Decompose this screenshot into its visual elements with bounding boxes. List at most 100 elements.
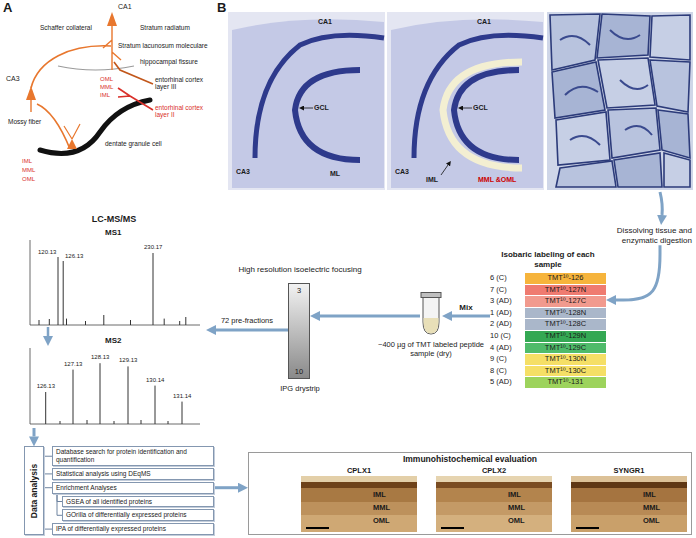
node-text: Data analysis bbox=[29, 464, 39, 518]
figure-label: OML bbox=[22, 176, 35, 183]
dissected-section bbox=[387, 12, 544, 190]
figure-label: GCL bbox=[314, 104, 329, 112]
figure-label: 130.14 bbox=[146, 377, 164, 384]
node-text: 4 (AD) bbox=[490, 343, 524, 354]
tube-cap bbox=[421, 293, 441, 298]
figure-label: B bbox=[217, 1, 226, 16]
node-text: 7 (C) bbox=[490, 285, 524, 296]
tissue-mosaic-part-part bbox=[650, 15, 690, 60]
nissl-section-part bbox=[295, 70, 360, 160]
node-text: CPLX2 bbox=[436, 466, 552, 475]
figure-label: entorhinal cortex layer III bbox=[155, 76, 213, 91]
tmt-channel: 8 (C)TMT¹⁰-130C bbox=[490, 366, 606, 377]
ihc-images-part bbox=[436, 476, 552, 482]
nissl-section-part bbox=[304, 108, 313, 109]
tissue-mosaic-part-part bbox=[556, 112, 610, 165]
figure-label: Stratum radiatum bbox=[140, 24, 190, 31]
node-text: OML bbox=[508, 516, 525, 525]
hippocampus-schematic-part bbox=[31, 46, 111, 88]
figure-label: MML &OML bbox=[478, 176, 516, 184]
tube-outline bbox=[420, 292, 442, 336]
ihc-images-part bbox=[301, 482, 417, 488]
ihc-images-part bbox=[571, 476, 687, 532]
node-text: OML bbox=[643, 516, 660, 525]
node-text: TMT¹⁰-127N bbox=[525, 285, 606, 296]
figure-label: 126.13 bbox=[37, 383, 55, 390]
figure-label: 120.13 bbox=[38, 249, 56, 256]
node-text: SYNGR1 bbox=[571, 466, 687, 475]
hippocampus-schematic-part bbox=[118, 88, 153, 110]
node-text: 8 (C) bbox=[490, 366, 524, 377]
figure-label: Stratum lacunosum moleculare bbox=[118, 42, 208, 49]
node-text: 10 bbox=[289, 367, 309, 376]
bracket-line bbox=[44, 456, 52, 457]
tissue-mosaic-part-part bbox=[552, 62, 605, 118]
ihc-images-part bbox=[576, 527, 599, 529]
hippocampus-schematic-part bbox=[64, 124, 80, 139]
hippocampus-schematic-part bbox=[107, 12, 117, 26]
node-text: 6 (C) bbox=[490, 273, 524, 284]
analysis-step: GSEA of all identified proteins bbox=[62, 496, 214, 508]
figure-label: MS1 bbox=[105, 228, 121, 237]
ms-spectra-part bbox=[30, 348, 200, 424]
figure-label: CA1 bbox=[318, 18, 332, 26]
ihc-images-part bbox=[571, 476, 687, 482]
ipg-strip: High resolution isoelectric focusing310I… bbox=[288, 283, 310, 379]
tmt-channel: 4 (AD)TMT¹⁰-129C bbox=[490, 343, 606, 354]
tissue-mosaic-part-part bbox=[658, 110, 690, 158]
figure-label: 129.13 bbox=[119, 357, 137, 364]
ihc-images-part bbox=[571, 482, 687, 488]
flow-arrow bbox=[33, 428, 36, 436]
figure-label: CA1 bbox=[118, 3, 132, 11]
node-text: 9 (C) bbox=[490, 354, 524, 365]
figure-label: 131.14 bbox=[173, 393, 191, 400]
ihc-image: CPLX1IMLMMLOML bbox=[301, 466, 417, 534]
tmt-channel: 10 (C)TMT¹⁰-129N bbox=[490, 331, 606, 342]
tmt-channel: 1 (AD)TMT¹⁰-128N bbox=[490, 308, 606, 319]
analysis-step: Database search for protein identificati… bbox=[52, 446, 214, 466]
node-text: TMT¹⁰-130C bbox=[525, 366, 606, 377]
node-text: 10 (C) bbox=[490, 331, 524, 342]
figure-label: Mossy fiber bbox=[8, 118, 41, 125]
node-text: IPG drystrip bbox=[260, 384, 340, 393]
tmt-channel: 3 (AD)TMT¹⁰-127C bbox=[490, 296, 606, 307]
tmt-channel: 7 (C)TMT¹⁰-127N bbox=[490, 285, 606, 296]
hippocampus-schematic-part bbox=[37, 104, 70, 149]
node-text: Statistical analysis using DEqMS bbox=[53, 469, 213, 479]
analysis-step: IPA of differentially expressed proteins bbox=[52, 523, 214, 535]
node-text: TMT¹⁰-128N bbox=[525, 308, 606, 319]
tissue-mosaic-part-part bbox=[550, 14, 600, 70]
node-text: GOrilla of differentially expressed prot… bbox=[63, 510, 213, 520]
ms-spectra-part bbox=[46, 363, 182, 424]
tissue-mosaic-part bbox=[660, 192, 662, 215]
tube-body bbox=[423, 296, 439, 334]
figure-label: CA1 bbox=[477, 18, 491, 26]
bracket-line bbox=[44, 487, 52, 488]
figure-label: A bbox=[3, 1, 12, 16]
hippocampus-schematic-part bbox=[30, 100, 31, 112]
tissue-mosaic bbox=[547, 12, 693, 215]
dissected-section-part bbox=[441, 165, 448, 175]
node-text: IML bbox=[373, 490, 386, 499]
node-text: OML bbox=[373, 516, 390, 525]
ihc-images-part bbox=[436, 502, 552, 515]
ihc-images-part bbox=[301, 502, 417, 515]
ihc-panel: Immunohistochemical evaluationCPLX1IMLMM… bbox=[248, 452, 692, 535]
node-text: TMT¹⁰-129C bbox=[525, 343, 606, 354]
node-text: Enrichment Analyses bbox=[53, 483, 213, 493]
figure-label: hippocampal fissure bbox=[140, 58, 198, 65]
hippocampus-schematic-part bbox=[58, 66, 134, 70]
figure-label: 126.13 bbox=[65, 253, 83, 260]
edge-label: Mix bbox=[458, 303, 473, 312]
nissl-section-part bbox=[228, 12, 385, 190]
node-text: 1 (AD) bbox=[490, 308, 524, 319]
step-note: Dissolving tissue and enzymatic digestio… bbox=[612, 226, 692, 245]
figure-label: entorhinal cortex layer II bbox=[155, 104, 213, 119]
ihc-images bbox=[301, 476, 687, 532]
figure-label: ML bbox=[330, 170, 340, 178]
node-text: MML bbox=[643, 503, 660, 512]
tissue-mosaic-part-part bbox=[664, 153, 690, 187]
tmt-channel: 2 (AD)TMT¹⁰-128C bbox=[490, 319, 606, 330]
figure-label: MS2 bbox=[105, 336, 121, 345]
bracket-line bbox=[44, 473, 52, 474]
